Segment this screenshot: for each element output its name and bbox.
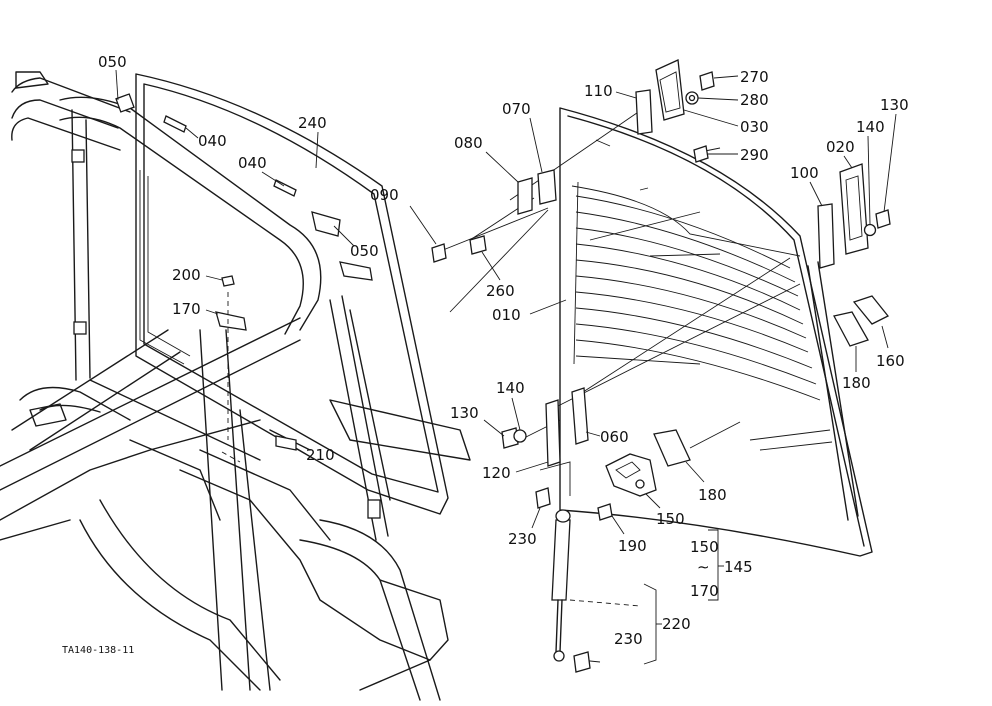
label-230-lower: 230: [614, 630, 643, 648]
label-170: 170: [172, 300, 201, 318]
label-180-right: 180: [842, 374, 871, 392]
label-050-side: 050: [350, 242, 379, 260]
label-140-top: 140: [856, 118, 885, 136]
label-070: 070: [502, 100, 531, 118]
label-270: 270: [740, 68, 769, 86]
label-200: 200: [172, 266, 201, 284]
label-190: 190: [618, 537, 647, 555]
label-140-lower: 140: [496, 379, 525, 397]
label-040-upper: 040: [198, 132, 227, 150]
label-150-lock: 150: [656, 510, 685, 528]
label-040-lower: 040: [238, 154, 267, 172]
label-010: 010: [492, 306, 521, 324]
label-050-top: 050: [98, 53, 127, 71]
label-030: 030: [740, 118, 769, 136]
label-tilde: ∼: [697, 558, 710, 576]
group-brackets: [643, 529, 724, 665]
drawing-code: TA140-138-11: [62, 645, 134, 656]
hinge-parts: [431, 59, 891, 673]
label-060: 060: [600, 428, 629, 446]
label-180-lower: 180: [698, 486, 727, 504]
label-260: 260: [486, 282, 515, 300]
label-160: 160: [876, 352, 905, 370]
label-120: 120: [482, 464, 511, 482]
label-240: 240: [298, 114, 327, 132]
side-window-small-parts: [115, 93, 373, 463]
cab-frame: [0, 71, 471, 701]
assembly-axes: [437, 103, 801, 663]
label-170-group: 170: [690, 582, 719, 600]
part-labels: 050 040 040 240 050 200 170 090 080 070 …: [62, 53, 909, 656]
label-230-upper: 230: [508, 530, 537, 548]
label-150-group: 150: [690, 538, 719, 556]
label-280: 280: [740, 91, 769, 109]
side-window-240: [135, 73, 449, 541]
label-090: 090: [370, 186, 399, 204]
label-290: 290: [740, 146, 769, 164]
label-100: 100: [790, 164, 819, 182]
label-210: 210: [306, 446, 335, 464]
label-130-lower: 130: [450, 404, 479, 422]
label-145: 145: [724, 558, 753, 576]
label-080: 080: [454, 134, 483, 152]
label-110: 110: [584, 82, 613, 100]
label-220: 220: [662, 615, 691, 633]
label-020: 020: [826, 138, 855, 156]
rear-windshield-010: [559, 107, 873, 557]
label-130-top: 130: [880, 96, 909, 114]
